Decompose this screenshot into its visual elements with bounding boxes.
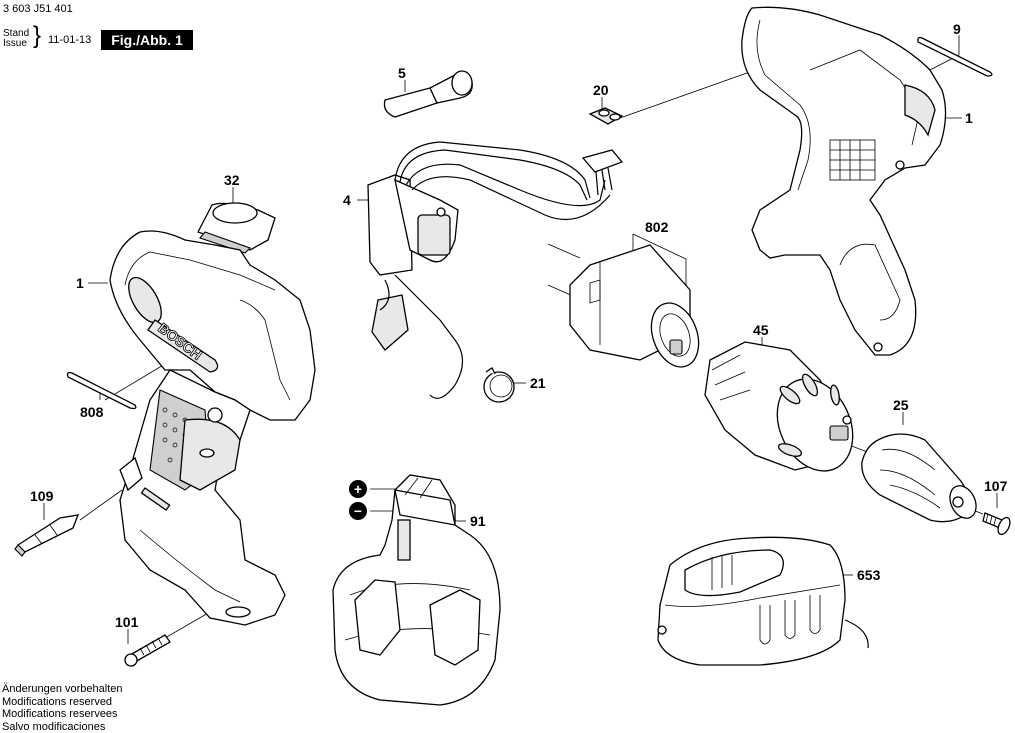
label-part-21: 21: [530, 375, 546, 391]
part-32-bit-holder[interactable]: [197, 202, 276, 254]
label-part-4: 4: [343, 192, 351, 208]
part-1-housing-left-half[interactable]: BOSCH: [109, 230, 316, 626]
part-5-switch-slider[interactable]: [383, 70, 473, 118]
label-part-1-right: 1: [965, 110, 973, 126]
battery-plus-terminal-icon: +: [354, 481, 362, 497]
part-4-switch-assembly[interactable]: [367, 141, 624, 399]
part-91-battery-pack[interactable]: + −: [332, 474, 501, 706]
part-21-led-lens[interactable]: [483, 367, 515, 403]
notice-line-fr: Modifications reservees: [2, 708, 118, 720]
notice-line-en: Modifications reserved: [2, 695, 113, 708]
label-part-45: 45: [753, 322, 769, 338]
label-part-20: 20: [593, 82, 609, 98]
label-part-109: 109: [30, 488, 54, 504]
notice-line-de: Änderungen vorbehalten: [2, 683, 123, 695]
label-part-802: 802: [645, 219, 669, 235]
part-25-keyless-chuck[interactable]: [861, 433, 981, 523]
part-20-switch-cap[interactable]: [588, 107, 624, 125]
part-45-gearbox[interactable]: [704, 341, 867, 483]
label-part-5: 5: [398, 65, 406, 81]
modifications-notice: Änderungen vorbehalten Modifications res…: [2, 683, 122, 733]
part-653-charger[interactable]: [657, 536, 869, 666]
label-part-91: 91: [470, 513, 486, 529]
notice-line-es: Salvo modificaciones: [2, 720, 106, 733]
part-101-housing-screw[interactable]: [124, 634, 171, 667]
label-part-101: 101: [115, 614, 139, 630]
stand-label: Stand: [3, 28, 30, 39]
part-109-screwdriver-bit[interactable]: [14, 514, 80, 557]
part-802-dc-motor[interactable]: [569, 244, 707, 374]
part-808-nameplate-left[interactable]: [66, 371, 137, 410]
part-1-housing-right-half[interactable]: [741, 6, 947, 356]
battery-minus-terminal-icon: −: [354, 503, 362, 519]
label-part-808: 808: [80, 404, 104, 420]
label-part-653: 653: [857, 567, 881, 583]
issue-label: Issue: [3, 38, 27, 49]
issue-date: 11-01-13: [48, 34, 92, 46]
label-part-107: 107: [984, 478, 1008, 494]
label-part-32: 32: [224, 172, 240, 188]
label-part-9: 9: [953, 21, 961, 37]
label-part-25: 25: [893, 397, 909, 413]
part-107-chuck-screw[interactable]: [982, 512, 1012, 536]
figure-label: Fig./Abb. 1: [101, 30, 193, 50]
stand-issue-label: Stand Issue: [3, 29, 29, 49]
brace: }: [33, 22, 42, 49]
part-code: 3 603 J51 401: [3, 3, 73, 15]
label-part-1-left: 1: [76, 275, 84, 291]
part-9-nameplate-right[interactable]: [917, 36, 993, 77]
